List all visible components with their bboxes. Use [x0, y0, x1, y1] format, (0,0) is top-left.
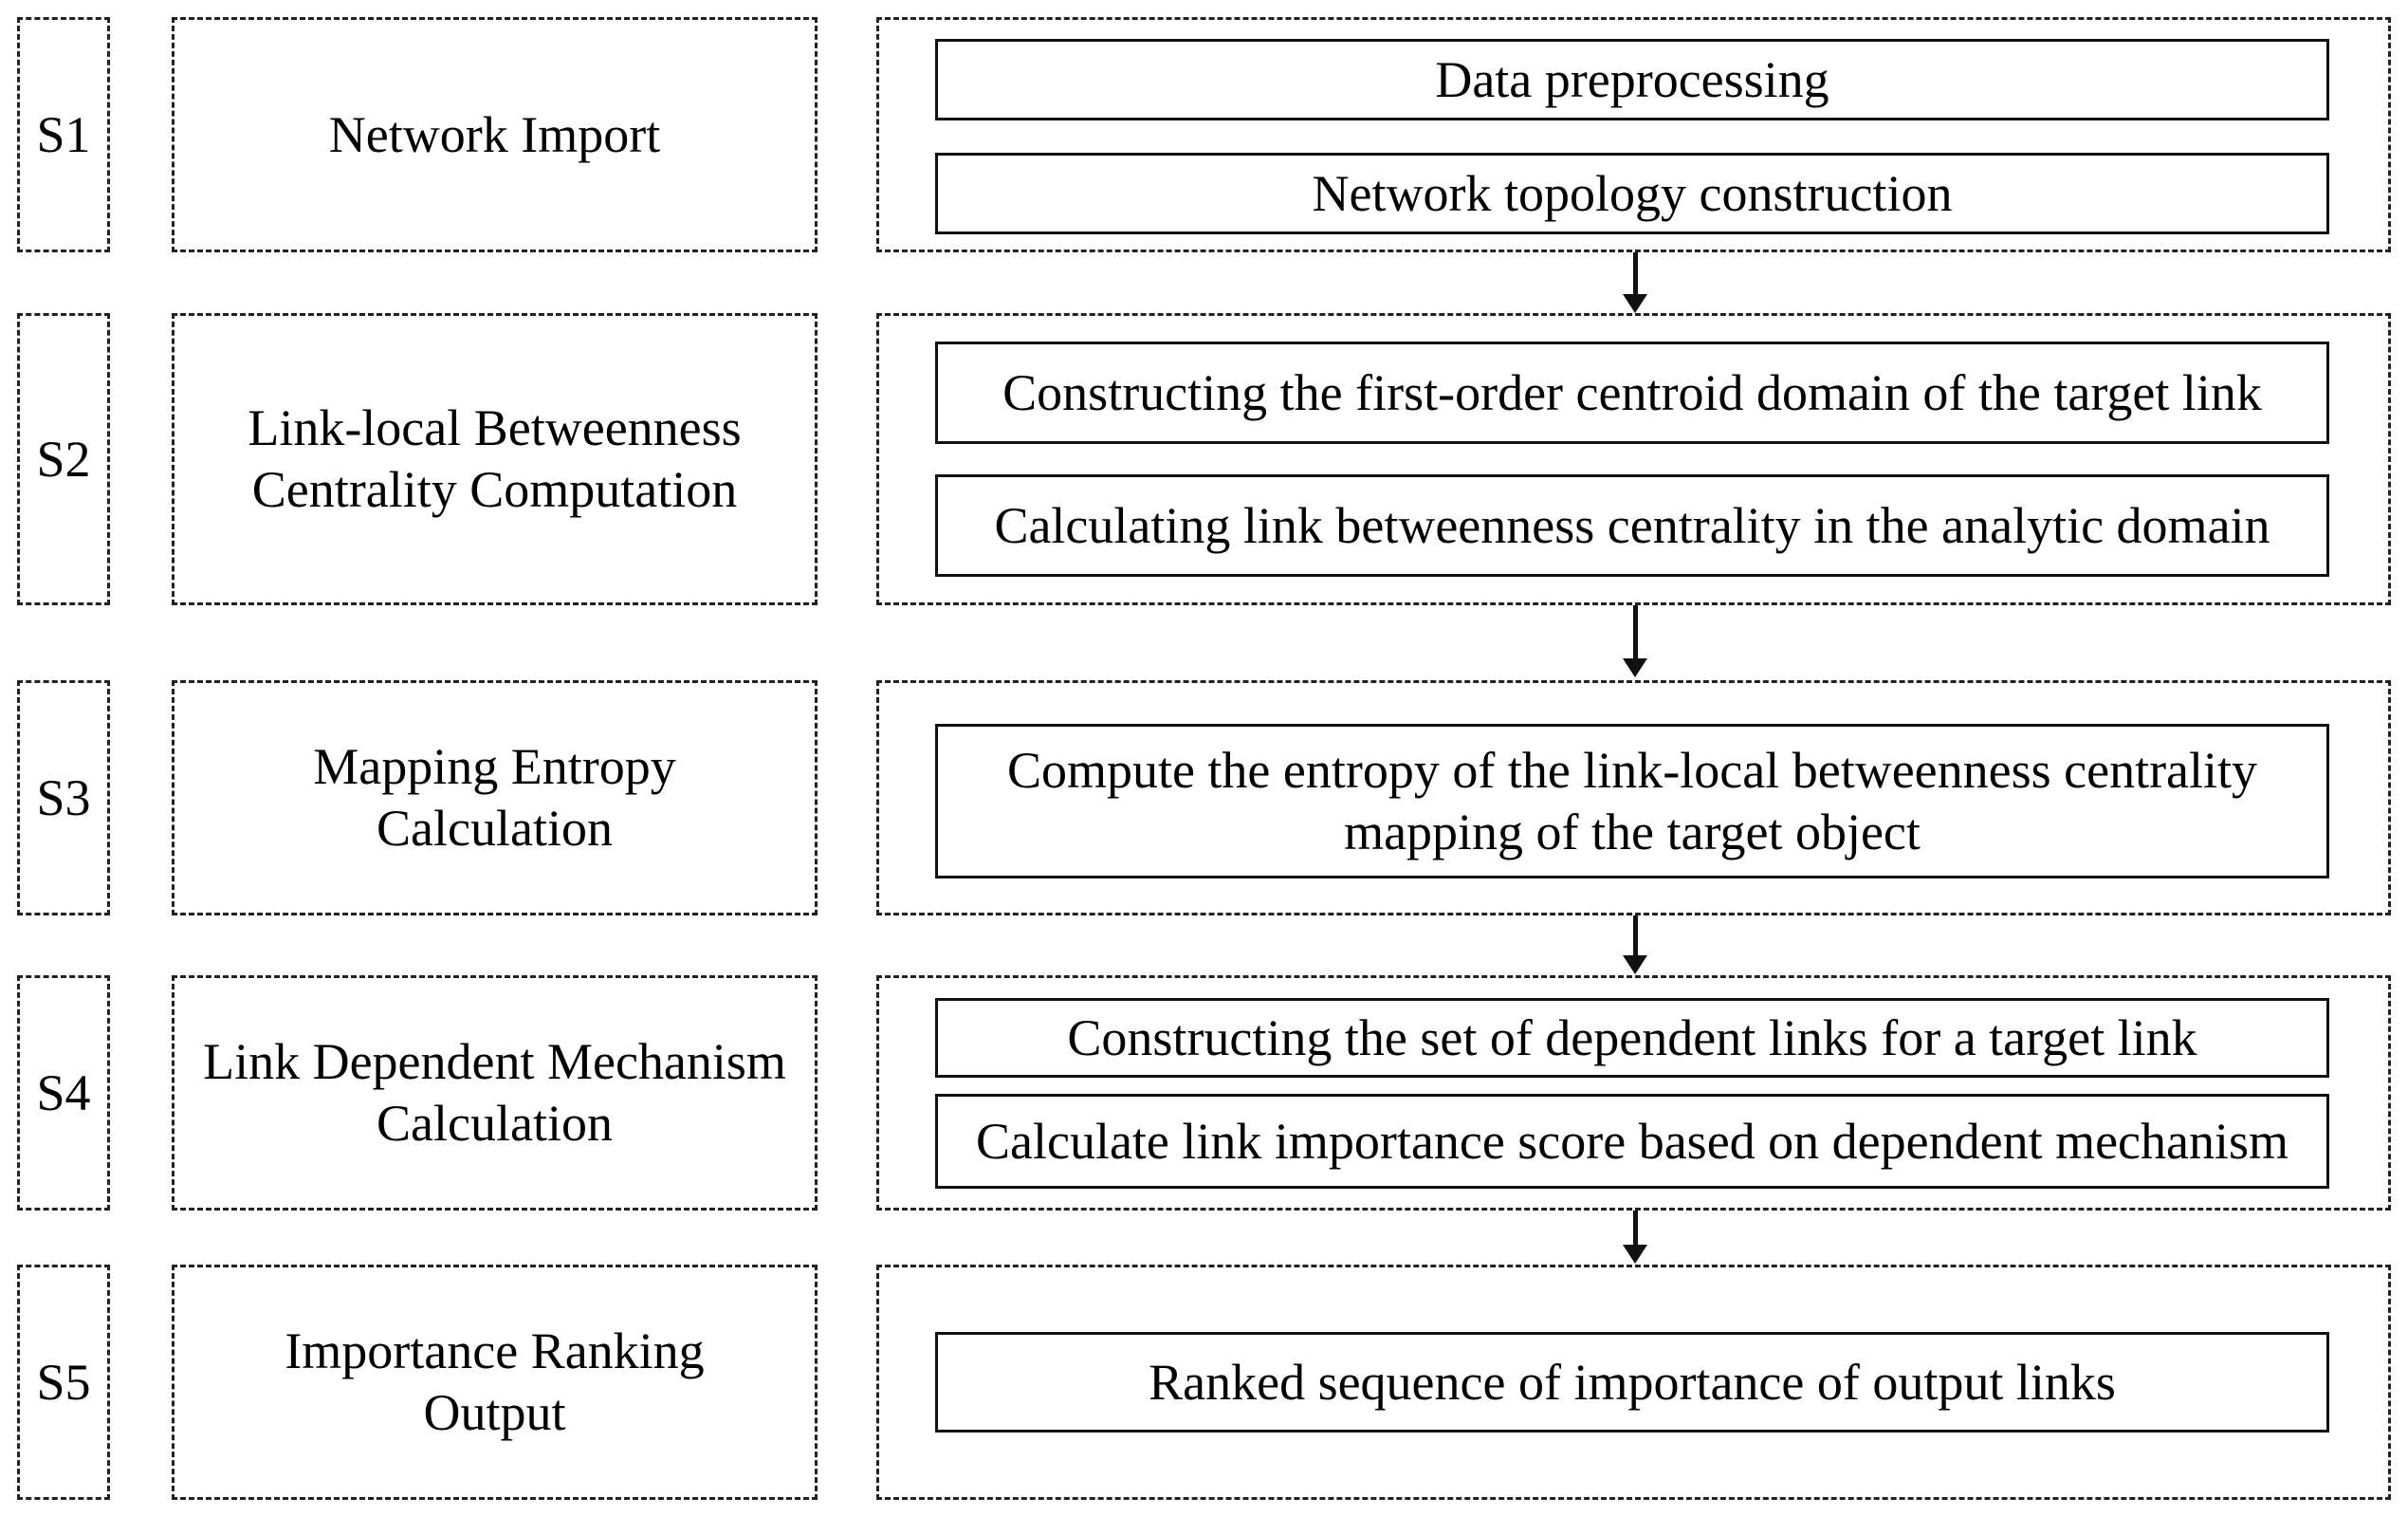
step-title: Link-local Betweenness Centrality Comput…	[248, 399, 742, 518]
step-detail-group-s2	[876, 313, 2391, 605]
substep-label: Calculating link betweenness centrality …	[994, 496, 2270, 554]
step-detail-group-s3	[876, 680, 2391, 915]
step-title: Importance Ranking Output	[285, 1322, 705, 1441]
substep-label: Constructing the set of dependent links …	[1067, 1008, 2197, 1066]
step-id-box-s2: S2	[17, 313, 110, 605]
step-title-box-s4: Link Dependent Mechanism Calculation	[172, 975, 818, 1211]
substep-box: Constructing the first-order centroid do…	[935, 342, 2329, 444]
substep-box: Ranked sequence of importance of output …	[935, 1332, 2329, 1433]
step-title-box-s3: Mapping Entropy Calculation	[172, 680, 818, 915]
step-title: Mapping Entropy Calculation	[313, 738, 676, 857]
substep-box: Data preprocessing	[935, 39, 2329, 120]
step-id-box-s3: S3	[17, 680, 110, 915]
substep-label: Ranked sequence of importance of output …	[1149, 1353, 2116, 1411]
substep-label: Compute the entropy of the link-local be…	[1006, 741, 2258, 860]
step-detail-group-s5	[876, 1265, 2391, 1500]
step-title-box-s2: Link-local Betweenness Centrality Comput…	[172, 313, 818, 605]
substep-box: Calculating link betweenness centrality …	[935, 474, 2329, 577]
step-detail-group-s1	[876, 17, 2391, 252]
step-title-box-s5: Importance Ranking Output	[172, 1265, 818, 1500]
step-title-box-s1: Network Import	[172, 17, 818, 252]
substep-label: Constructing the first-order centroid do…	[1002, 363, 2262, 421]
step-id-label: S5	[36, 1354, 91, 1411]
substep-label: Calculate link importance score based on…	[975, 1112, 2289, 1170]
substep-box: Compute the entropy of the link-local be…	[935, 724, 2329, 878]
step-title: Network Import	[328, 105, 661, 163]
step-id-label: S1	[36, 106, 91, 163]
substep-box: Constructing the set of dependent links …	[935, 998, 2329, 1078]
substep-box: Network topology construction	[935, 153, 2329, 234]
step-id-label: S4	[36, 1064, 91, 1121]
step-title: Link Dependent Mechanism Calculation	[203, 1033, 786, 1152]
step-id-label: S2	[36, 431, 91, 488]
step-id-box-s5: S5	[17, 1265, 110, 1500]
step-detail-group-s4	[876, 975, 2391, 1211]
substep-label: Network topology construction	[1312, 164, 1953, 222]
step-id-box-s1: S1	[17, 17, 110, 252]
step-id-label: S3	[36, 769, 91, 826]
substep-box: Calculate link importance score based on…	[935, 1094, 2329, 1189]
substep-label: Data preprocessing	[1435, 50, 1829, 108]
step-id-box-s4: S4	[17, 975, 110, 1211]
